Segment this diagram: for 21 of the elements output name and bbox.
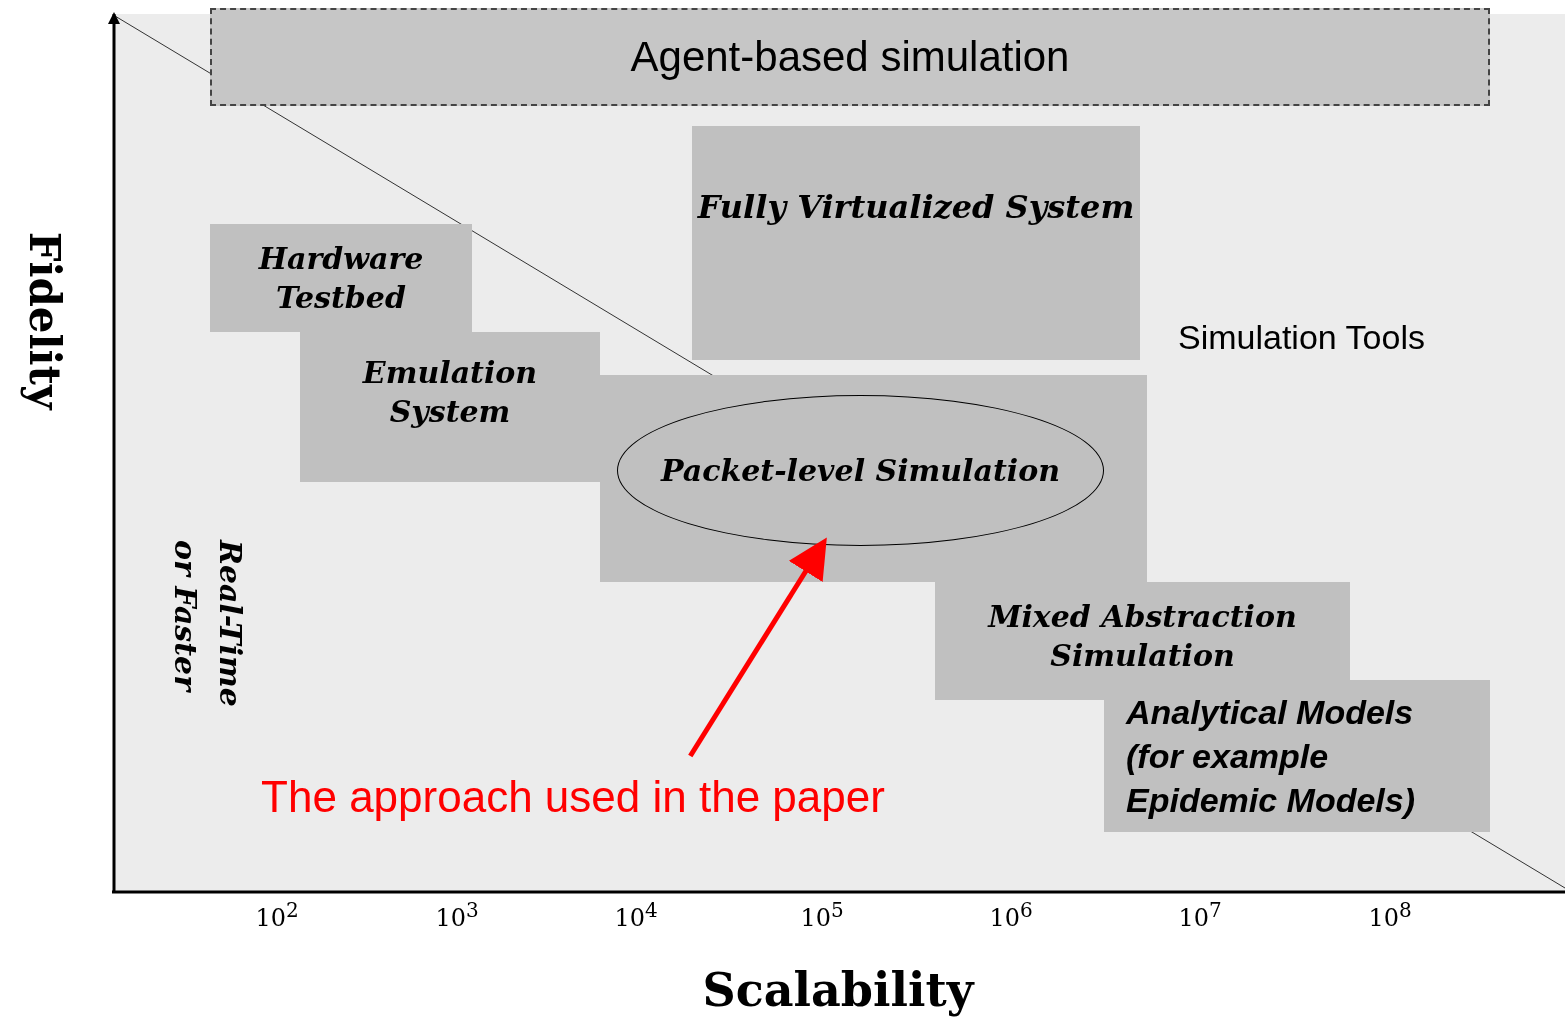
tick-label: 10$^{6}$	[989, 898, 1033, 932]
annotation-text: The approach used in the paper	[228, 768, 918, 826]
tick-label: 10$^{4}$	[614, 898, 658, 932]
axis-title: Fidelity	[20, 231, 70, 409]
process-box: Mixed Abstraction Simulation	[935, 582, 1350, 700]
process-ellipse: Packet-level Simulation	[617, 395, 1104, 546]
tick-label: 10$^{5}$	[800, 898, 844, 932]
axis-title: Scalability	[702, 963, 974, 1017]
tick-label: 10$^{7}$	[1178, 898, 1222, 932]
process-box: Analytical Models (for example Epidemic Models)	[1104, 680, 1490, 832]
agent-based-band: Agent-based simulation	[210, 8, 1490, 106]
tick-label: 10$^{3}$	[435, 898, 479, 932]
tick-label: 10$^{2}$	[255, 898, 299, 932]
arrow	[688, 537, 827, 758]
process-box	[600, 375, 1147, 582]
axis-note: Real-Time or Faster	[167, 540, 249, 709]
tick-label: 10$^{8}$	[1368, 898, 1412, 932]
process-box: Fully Virtualized System	[692, 126, 1140, 360]
process-box: Hardware Testbed	[210, 224, 472, 332]
note-text: Simulation Tools	[1178, 318, 1425, 357]
process-box: Emulation System	[300, 332, 600, 482]
